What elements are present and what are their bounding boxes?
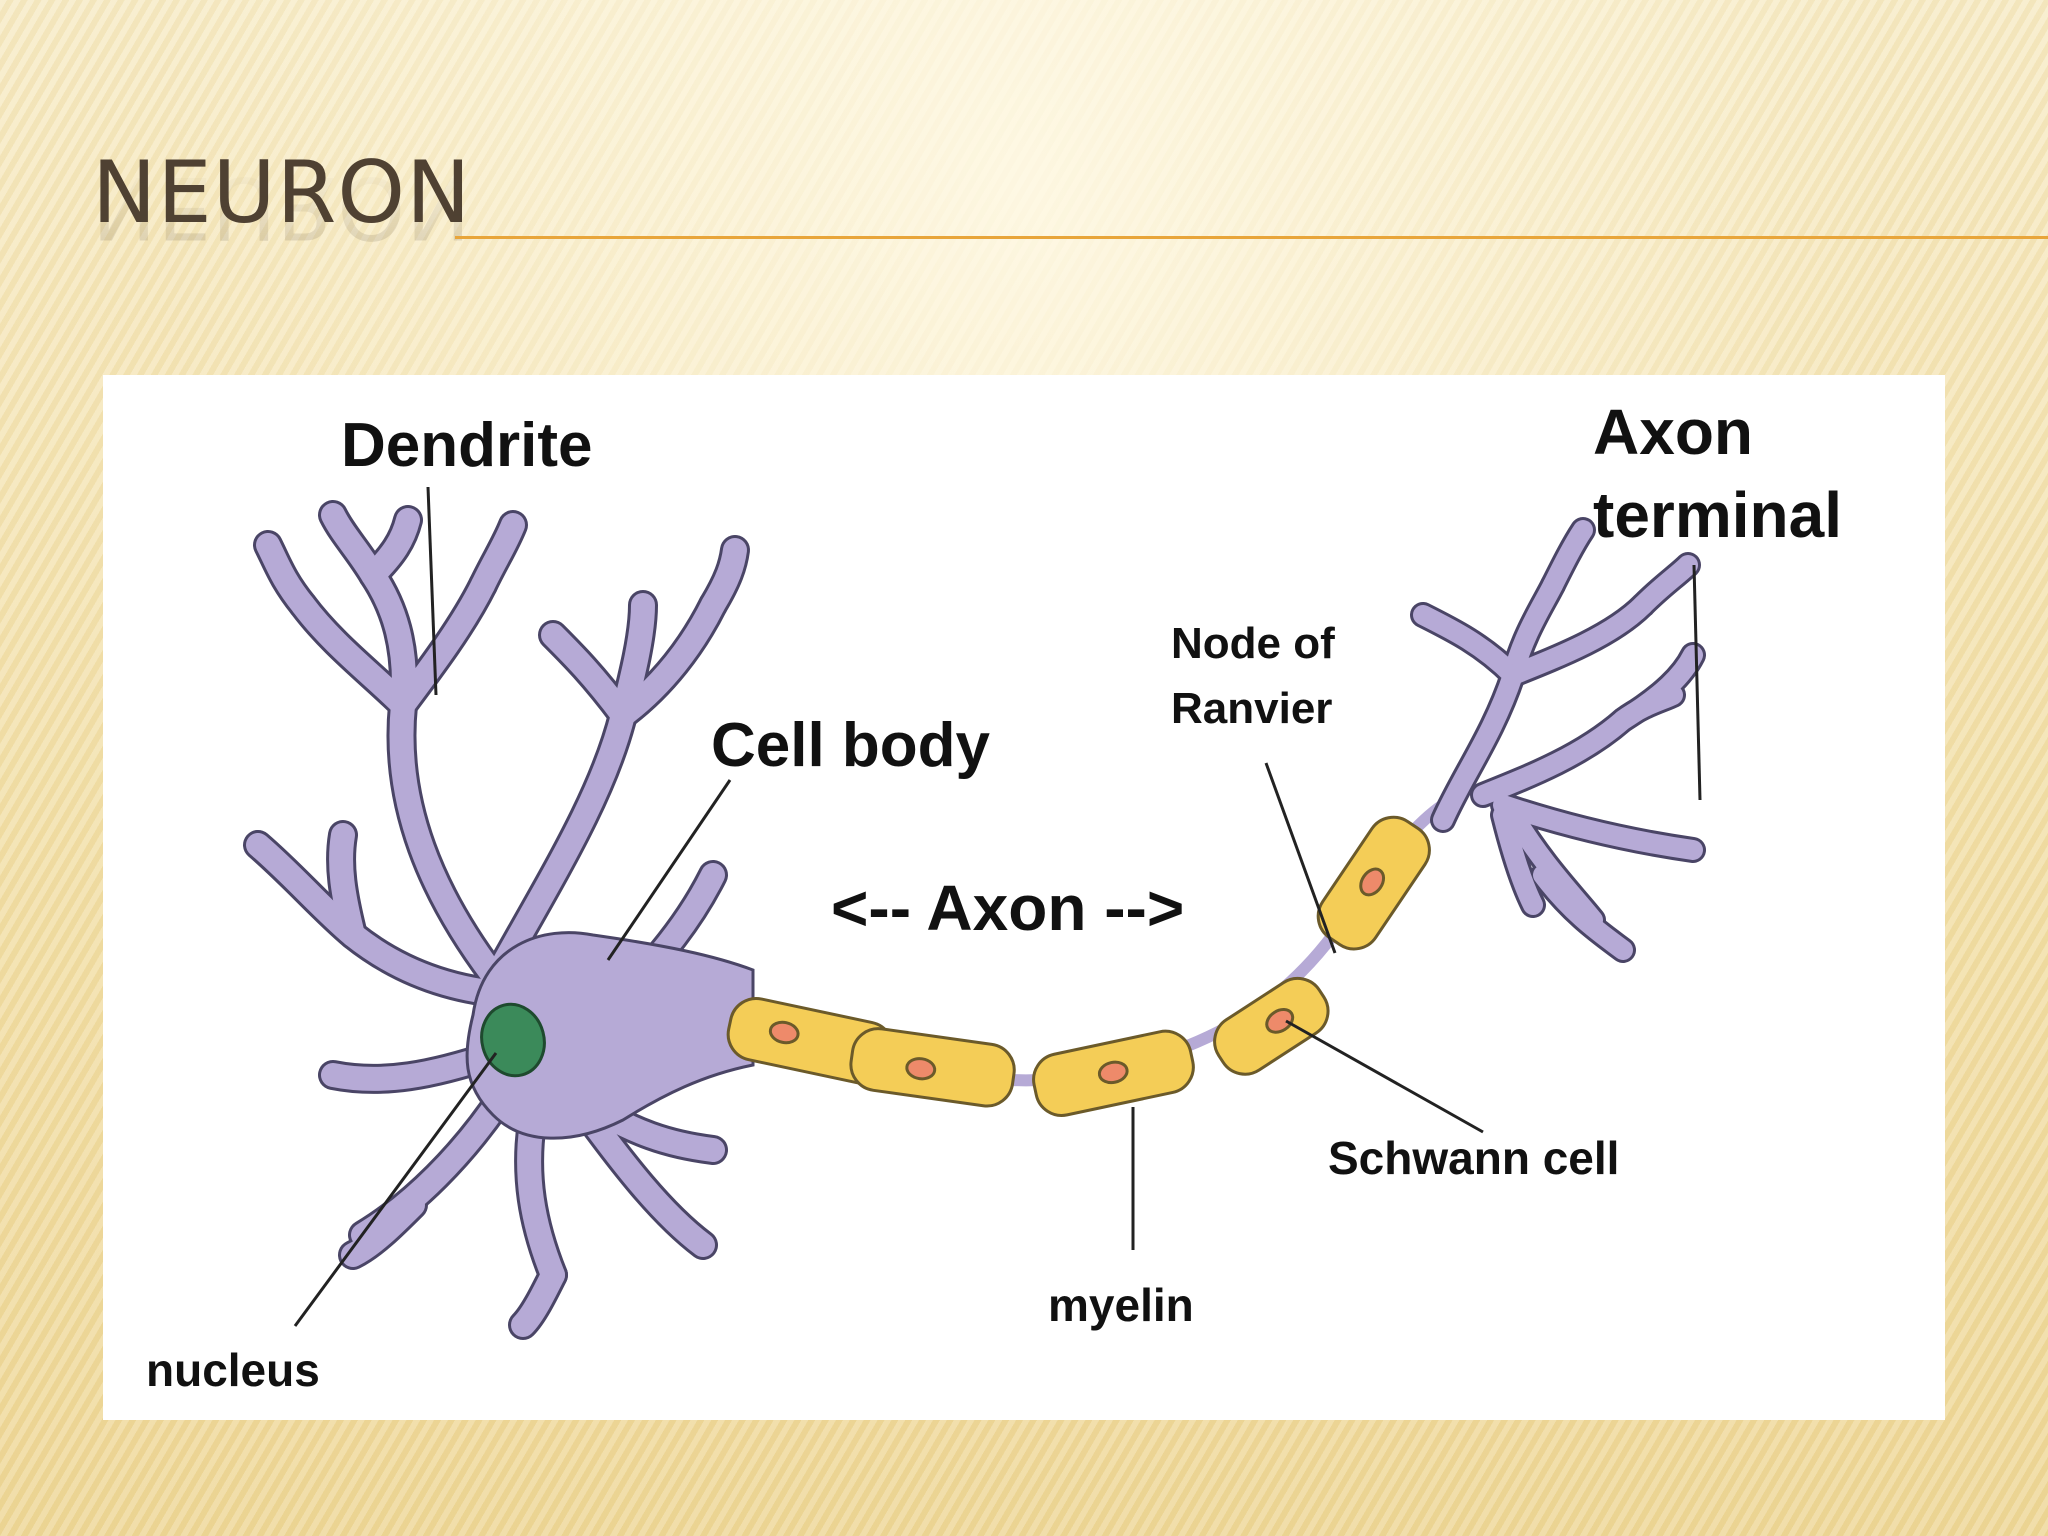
schwann-cell-segment bbox=[849, 1027, 1016, 1108]
label-myelin: myelin bbox=[1048, 1279, 1194, 1331]
label-axon-terminal-line2: terminal bbox=[1593, 479, 1842, 551]
neuron-illustration bbox=[243, 486, 1706, 1340]
label-node-of-ranvier-line2: Ranvier bbox=[1171, 684, 1333, 733]
label-cell-body: Cell body bbox=[711, 711, 991, 780]
axon-terminal bbox=[1410, 517, 1706, 963]
schwann-cell-segment bbox=[1316, 815, 1431, 951]
schwann-cell-leader-line bbox=[1285, 1019, 1484, 1134]
leader-lines bbox=[293, 486, 1702, 1327]
label-schwann-cell: Schwann cell bbox=[1328, 1132, 1620, 1184]
axon-terminal-leader-line bbox=[1692, 564, 1702, 801]
schwann-cell-segment bbox=[1032, 1029, 1195, 1117]
title-underline bbox=[455, 236, 2048, 239]
slide-title-reflection: NEURON bbox=[92, 157, 472, 257]
node-of-ranvier-leader-line bbox=[1264, 762, 1337, 954]
neuron-diagram: Dendrite Cell body <-- Axon --> Axon ter… bbox=[103, 375, 1945, 1420]
slide-title: NEURON bbox=[92, 143, 472, 243]
label-dendrite: Dendrite bbox=[341, 411, 593, 480]
dendrite-leader-line bbox=[426, 486, 438, 696]
label-nucleus: nucleus bbox=[146, 1344, 320, 1396]
label-node-of-ranvier-line1: Node of bbox=[1171, 619, 1335, 668]
nucleus-leader-line bbox=[293, 1052, 498, 1327]
schwann-cell-segment bbox=[1213, 976, 1330, 1076]
dendrites bbox=[243, 500, 750, 1340]
label-axon: <-- Axon --> bbox=[831, 872, 1185, 944]
label-axon-terminal-line1: Axon bbox=[1593, 396, 1753, 468]
myelin-sheath bbox=[726, 815, 1431, 1117]
cell-body-shape bbox=[465, 931, 755, 1140]
cell-body-leader-line bbox=[606, 779, 732, 961]
cell-nucleus bbox=[480, 1002, 546, 1078]
